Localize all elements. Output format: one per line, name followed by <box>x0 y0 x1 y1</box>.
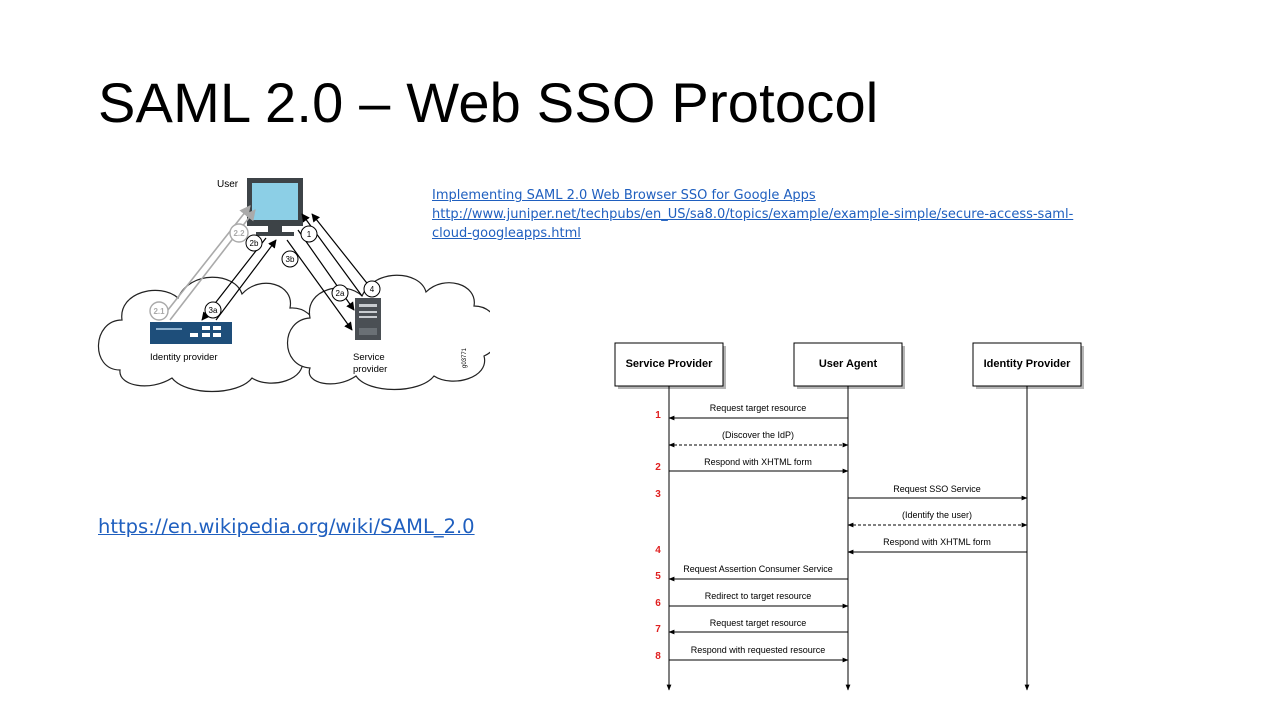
message-label: Redirect to target resource <box>705 591 812 601</box>
step-badge-2-2: 2.2 <box>229 223 249 243</box>
participant-identity-provider-box <box>972 342 1082 387</box>
reference-link-block: Implementing SAML 2.0 Web Browser SSO fo… <box>432 186 1112 243</box>
identity-provider-device-icon <box>150 322 232 344</box>
message-label: Request Assertion Consumer Service <box>683 564 833 574</box>
step-number: 4 <box>655 545 661 556</box>
service-provider-label-line2: provider <box>353 364 387 375</box>
step-badge-4: 4 <box>363 280 381 298</box>
step-number: 1 <box>655 410 661 421</box>
step-number: 2 <box>655 462 661 473</box>
step-label-3a: 3a <box>209 306 218 315</box>
step-badge-2a: 2a <box>331 284 349 302</box>
user-label: User <box>217 179 239 190</box>
computer-icon <box>247 178 303 236</box>
step-label-2a: 2a <box>336 289 345 298</box>
reference-url-link[interactable]: http://www.juniper.net/techpubs/en_US/sa… <box>432 207 1074 222</box>
step-label-1: 1 <box>307 230 312 239</box>
message-label: Respond with requested resource <box>691 645 826 655</box>
step-label-2-2: 2.2 <box>233 229 245 238</box>
saml-sequence-diagram: Service Provider User Agent Identity Pro… <box>614 342 1084 691</box>
message-label: (Identify the user) <box>902 510 972 520</box>
step-label-4: 4 <box>370 285 375 294</box>
step-number: 8 <box>655 651 661 662</box>
flow-arrow-3b <box>286 239 353 331</box>
step-number: 7 <box>655 624 661 635</box>
step-number: 3 <box>655 489 661 500</box>
wikipedia-link[interactable]: https://en.wikipedia.org/wiki/SAML_2.0 <box>98 515 475 538</box>
flow-arrow-4 <box>311 213 375 293</box>
message-label: (Discover the IdP) <box>722 430 794 440</box>
step-badge-3a: 3a <box>204 301 222 319</box>
saml-network-diagram: User Identity provider Service provider … <box>97 178 490 393</box>
step-badge-1: 1 <box>300 225 318 243</box>
participant-identity-provider: Identity Provider <box>984 358 1072 370</box>
message-label: Respond with XHTML form <box>704 457 812 467</box>
step-number: 6 <box>655 598 661 609</box>
flow-arrow-3a <box>215 239 277 321</box>
service-provider-cloud <box>287 274 490 391</box>
participant-user-agent: User Agent <box>819 358 878 370</box>
step-number: 5 <box>655 571 661 582</box>
participant-user-agent-box <box>793 342 903 387</box>
participant-service-provider: Service Provider <box>626 358 714 370</box>
message-label: Respond with XHTML form <box>883 537 991 547</box>
step-label-2-1: 2.1 <box>153 307 165 316</box>
step-label-2b: 2b <box>250 239 259 248</box>
step-label-3b: 3b <box>286 255 295 264</box>
figure-id-label: g03771 <box>462 347 468 368</box>
slide-title: SAML 2.0 – Web SSO Protocol <box>98 71 879 134</box>
message-label: Request target resource <box>710 403 807 413</box>
service-provider-label: Service <box>353 352 385 363</box>
participant-service-provider-box <box>614 342 724 387</box>
reference-url-link-continued[interactable]: cloud-googleapps.html <box>432 226 581 241</box>
step-badge-2b: 2b <box>245 234 263 252</box>
message-label: Request SSO Service <box>893 484 981 494</box>
reference-title-link[interactable]: Implementing SAML 2.0 Web Browser SSO fo… <box>432 188 816 203</box>
step-badge-3b: 3b <box>281 250 299 268</box>
message-label: Request target resource <box>710 618 807 628</box>
step-badge-2-1: 2.1 <box>149 301 169 321</box>
server-icon <box>355 298 381 340</box>
identity-provider-label: Identity provider <box>150 352 218 363</box>
